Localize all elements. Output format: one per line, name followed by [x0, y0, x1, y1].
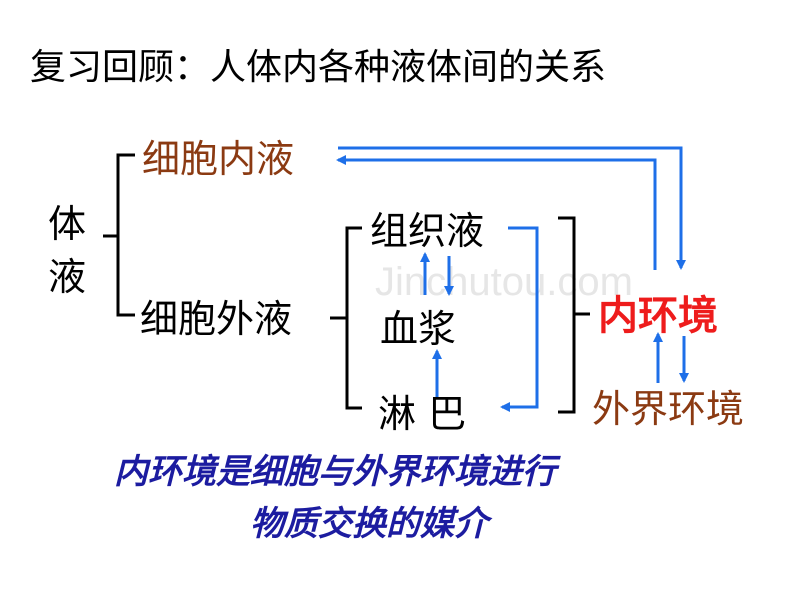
extracellular-fluid-label: 细胞外液 — [140, 297, 293, 341]
slide-title: 复习回顾：人体内各种液体间的关系 — [30, 47, 607, 88]
arrow-cell-to-internal — [338, 146, 686, 270]
arrow-internal-to-cell — [336, 155, 657, 270]
blood-plasma-label: 血浆 — [380, 307, 457, 351]
arrow-tissue-to-lymph — [500, 226, 539, 412]
intracellular-fluid-label: 细胞内液 — [142, 137, 295, 181]
body-fluid-label-2: 液 — [48, 255, 87, 299]
summary-line-2: 物质交换的媒介 — [250, 504, 488, 544]
external-environment-label: 外界环境 — [592, 387, 745, 431]
body-fluid-bracket — [116, 153, 135, 317]
summary-line-1: 内环境是细胞与外界环境进行 — [114, 452, 556, 492]
body-fluid-label-1: 体 — [48, 202, 87, 246]
tissue-fluid-label: 组织液 — [370, 209, 485, 253]
watermark-text: Jinchutou.com — [375, 260, 633, 304]
extracellular-left-bracket — [345, 226, 362, 410]
internal-environment-label: 内环境 — [598, 293, 718, 339]
extracellular-right-bracket — [558, 216, 576, 414]
lymph-label: 淋 巴 — [378, 392, 467, 436]
